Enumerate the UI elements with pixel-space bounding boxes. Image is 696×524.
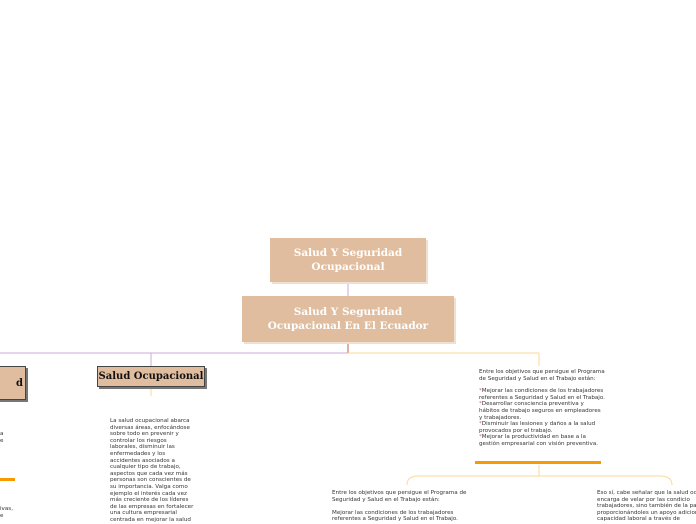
root-title: Salud Y Seguridad Ocupacional: [293, 247, 403, 273]
objective-item: *Disminuir las lesiones y daños a la sal…: [479, 421, 605, 434]
salud-ocupacional-text: La salud ocupacional abarca diversas áre…: [110, 418, 194, 523]
objectives-block: Entre los objetivos que persigue el Prog…: [479, 369, 605, 448]
left-divider: [0, 478, 15, 481]
left-node[interactable]: d: [0, 366, 26, 400]
bullet-icon: *: [479, 388, 482, 395]
objective-item: *Mejorar la productividad en base a la g…: [479, 434, 605, 447]
objective-item: *Desarrollar consciencia preventiva y há…: [479, 401, 605, 421]
objective-text: Mejorar la productividad en base a la ge…: [479, 434, 599, 447]
sub-text-objectives: Entre los objetivos que persigue el Prog…: [332, 490, 467, 523]
objective-item: *Mejorar las condiciones de los trabajad…: [479, 388, 605, 401]
objective-text: Desarrollar consciencia preventiva y háb…: [479, 401, 601, 421]
left-snippet: ivas,: [0, 506, 13, 512]
objective-text: Disminuir las lesiones y daños a la salu…: [479, 421, 596, 434]
left-snippet: a: [0, 431, 4, 437]
bullet-icon: *: [479, 434, 482, 441]
sub-text-salud: Eso sí, cabe señalar que la salud oc se …: [597, 490, 696, 523]
left-snippet: e: [0, 513, 4, 519]
salud-ocupacional-node[interactable]: Salud Ocupacional: [97, 366, 205, 387]
left-node-title: d: [16, 377, 23, 389]
left-snippet: e: [0, 438, 4, 444]
objective-text: Mejorar las condiciones de los trabajado…: [479, 388, 605, 401]
root-node[interactable]: Salud Y Seguridad Ocupacional: [270, 238, 426, 282]
objectives-intro: Entre los objetivos que persigue el Prog…: [479, 369, 605, 382]
main-node[interactable]: Salud Y Seguridad Ocupacional En El Ecua…: [242, 296, 454, 342]
bullet-icon: *: [479, 421, 482, 428]
bullet-icon: *: [479, 401, 482, 408]
salud-ocupacional-title: Salud Ocupacional: [98, 371, 204, 382]
objectives-divider: [475, 461, 601, 464]
main-title: Salud Y Seguridad Ocupacional En El Ecua…: [267, 306, 429, 332]
brace-connector: [406, 475, 673, 486]
